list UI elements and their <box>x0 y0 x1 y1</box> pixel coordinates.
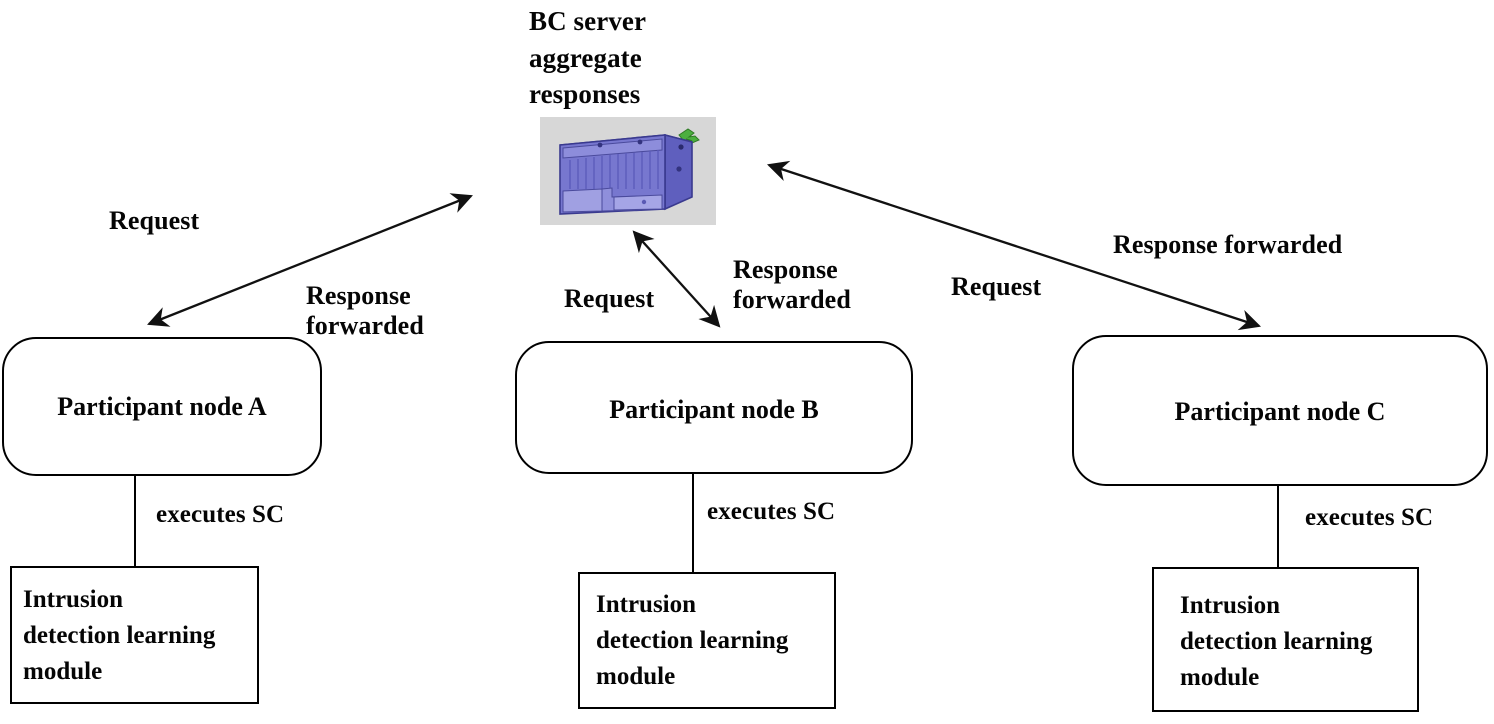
arrow-node-c-server <box>766 160 1262 331</box>
label-request-node-a: Request <box>109 206 200 235</box>
intrusion-detection-module-c-label: Intrusion detection learning module <box>1180 592 1373 691</box>
intrusion-detection-module-b-label: Intrusion detection learning module <box>596 591 789 690</box>
label-response-node-a: Response forwarded <box>306 281 424 341</box>
participant-node-b-box: Participant node B <box>515 341 913 474</box>
connector-node-b-module <box>692 473 694 573</box>
label-request-node-b: Request <box>564 284 655 313</box>
label-executes-sc-c: executes SC <box>1305 504 1434 531</box>
participant-node-b-label: Participant node B <box>609 395 819 424</box>
intrusion-detection-module-b-box: Intrusion detection learning module <box>578 572 836 709</box>
arrow-node-b-server <box>632 230 721 328</box>
intrusion-detection-module-a-label: Intrusion detection learning module <box>23 586 216 685</box>
participant-node-a-box: Participant node A <box>2 337 322 476</box>
server-box-glyph <box>559 128 700 215</box>
participant-node-c-label: Participant node C <box>1174 397 1386 426</box>
connector-node-c-module <box>1277 485 1279 568</box>
label-request-node-c: Request <box>951 272 1042 301</box>
label-response-node-c: Response forwarded <box>1113 230 1343 259</box>
arrow-node-a-server <box>147 193 473 327</box>
label-response-node-b: Response forwarded <box>733 255 851 315</box>
intrusion-detection-module-a-box: Intrusion detection learning module <box>10 566 259 704</box>
bc-server-title: BC server aggregate responses <box>529 6 647 110</box>
connector-node-a-module <box>134 475 136 567</box>
label-executes-sc-a: executes SC <box>156 501 285 528</box>
participant-node-c-box: Participant node C <box>1072 335 1488 486</box>
intrusion-detection-module-c-box: Intrusion detection learning module <box>1152 567 1419 712</box>
participant-node-a-label: Participant node A <box>57 392 267 421</box>
label-executes-sc-b: executes SC <box>707 498 836 525</box>
blockchain-server-icon <box>540 117 716 225</box>
